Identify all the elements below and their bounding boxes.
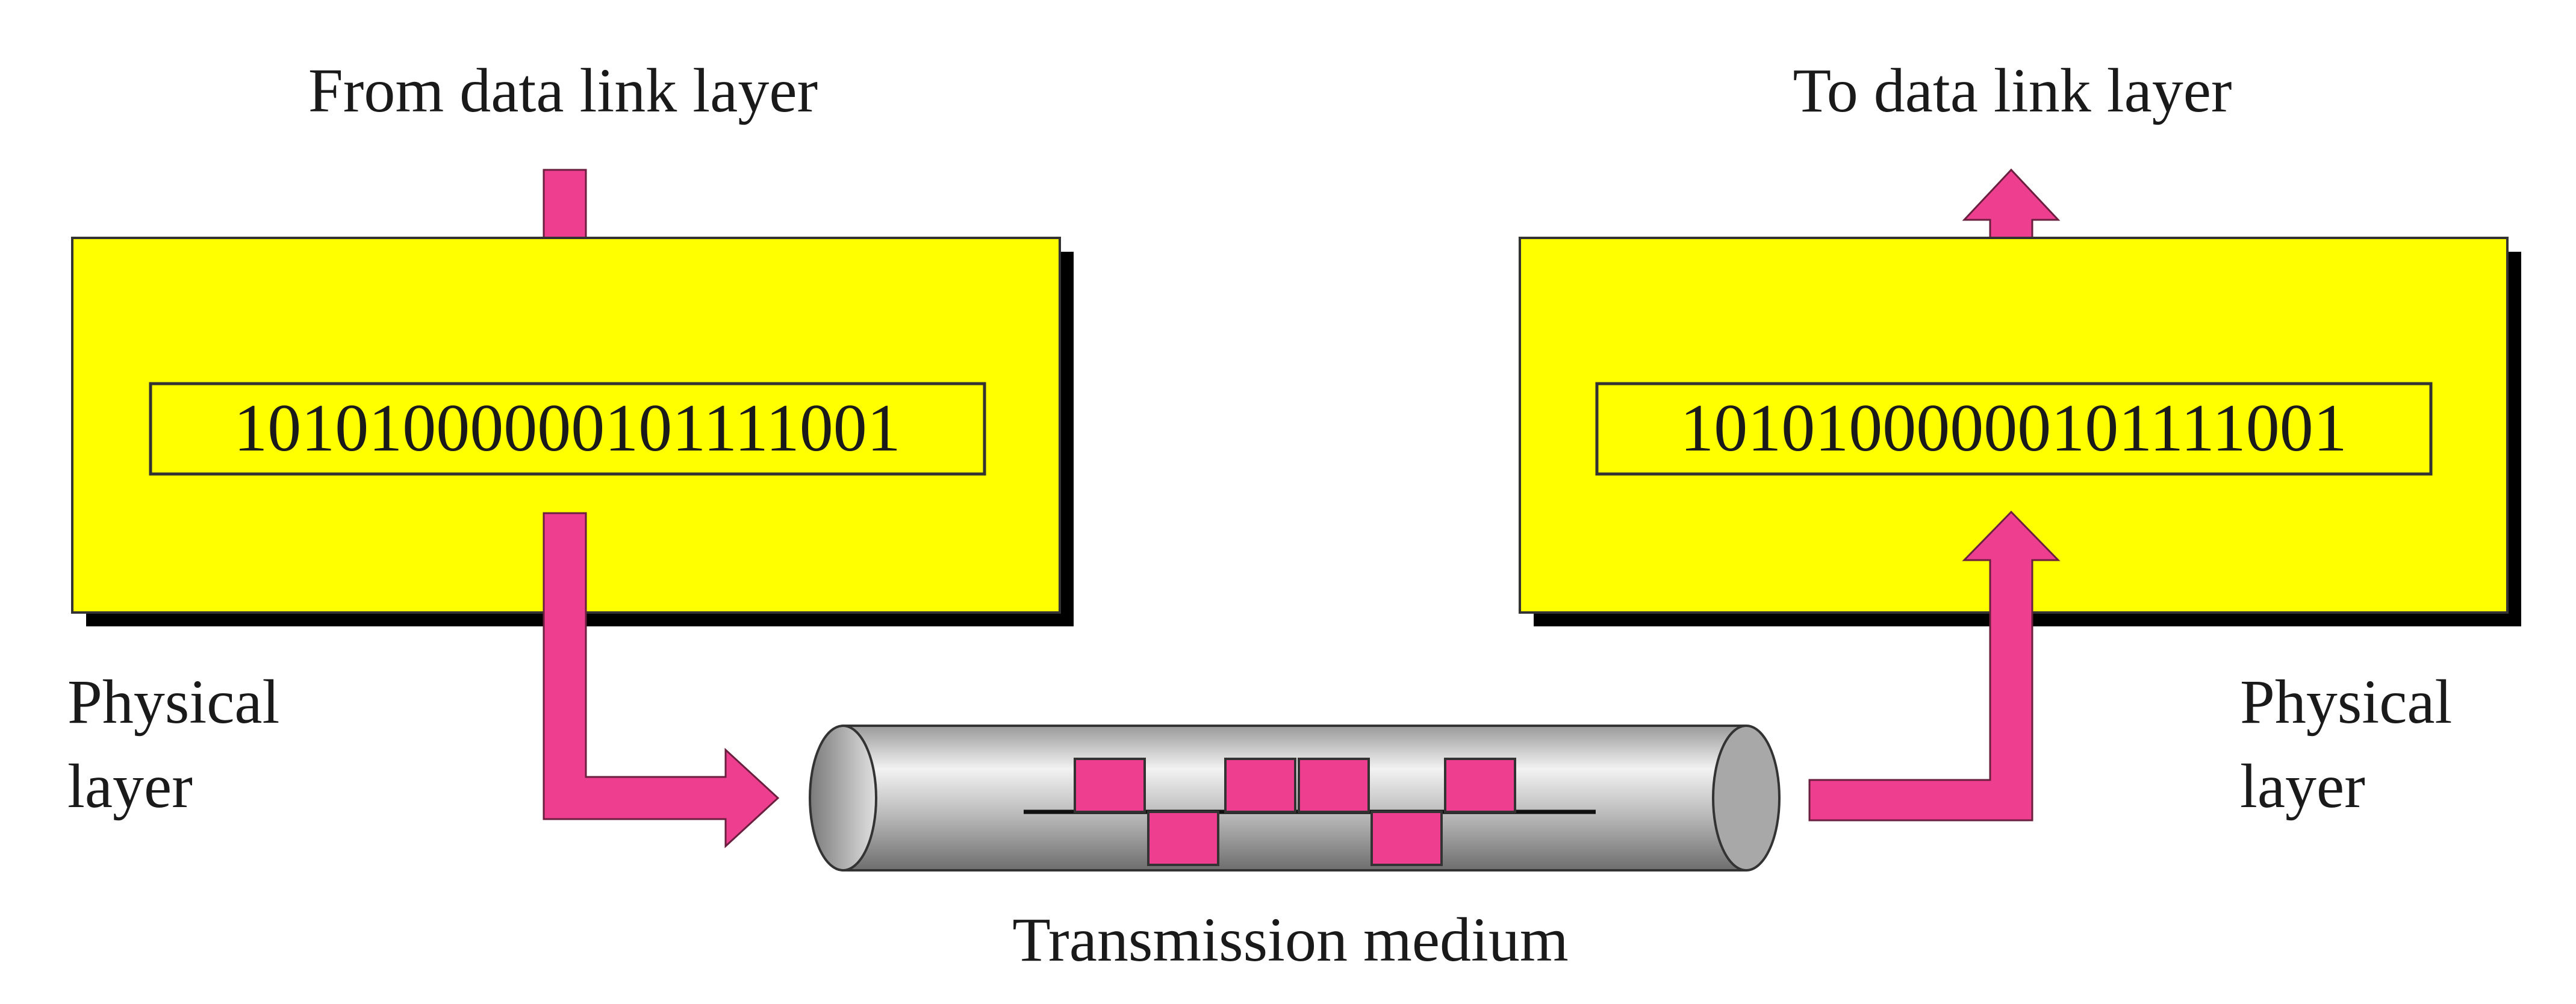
cable-end-left — [809, 725, 877, 871]
signal-pulse-high — [1074, 758, 1146, 813]
signal-pulse-high — [1224, 758, 1296, 813]
digital-signal — [1024, 758, 1596, 866]
signal-pulse-high — [1298, 758, 1370, 813]
sender-bit-frame — [149, 382, 986, 476]
sender-physical-label: Physical — [67, 667, 279, 737]
bent-arrow-from-medium-icon — [1808, 510, 2061, 822]
sender-bit-stream: 10101000000101111001 — [234, 391, 901, 466]
to-data-link-layer-label: To data link layer — [1793, 56, 2232, 125]
sender-layer-label: layer — [67, 752, 193, 821]
signal-pulse-low — [1370, 811, 1443, 866]
receiver-bit-frame — [1595, 382, 2433, 476]
bent-arrow-to-medium-icon — [543, 512, 780, 849]
transmission-medium-label: Transmission medium — [1012, 905, 1569, 974]
cable-end-right — [1712, 725, 1781, 871]
from-data-link-layer-label: From data link layer — [308, 56, 818, 125]
receiver-physical-label: Physical — [2240, 667, 2452, 737]
signal-pulse-high — [1444, 758, 1516, 813]
signal-pulse-low — [1147, 811, 1219, 866]
receiver-layer-label: layer — [2240, 752, 2365, 821]
receiver-bit-stream: 10101000000101111001 — [1680, 391, 2347, 466]
